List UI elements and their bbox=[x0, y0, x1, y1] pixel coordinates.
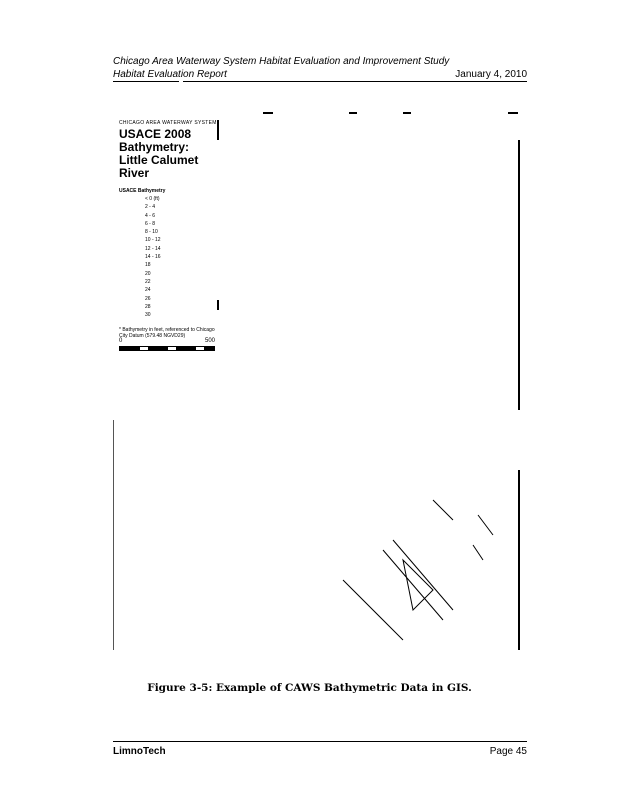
legend-item: 14 - 16 bbox=[145, 254, 161, 261]
footer-company: LimnoTech bbox=[113, 746, 166, 757]
map-title-line: Little Calumet River bbox=[119, 153, 199, 180]
legend-item: 2 - 4 bbox=[145, 204, 156, 211]
legend-item: 18 bbox=[145, 262, 151, 269]
legend-item: 22 bbox=[145, 278, 151, 285]
legend-note: * Bathymetry in feet, referenced to Chic… bbox=[119, 327, 215, 340]
map-title-line: USACE 2008 bbox=[119, 127, 192, 141]
map-line bbox=[217, 120, 219, 140]
header-rule bbox=[183, 81, 527, 82]
map-line bbox=[518, 470, 520, 650]
legend-item: 8 - 10 bbox=[145, 229, 158, 236]
legend-item: 4 - 6 bbox=[145, 212, 156, 219]
legend-item: 30 bbox=[145, 312, 151, 319]
bathymetry-map-figure: CHICAGO AREA WATERWAY SYSTEM USACE 2008 … bbox=[113, 110, 528, 650]
legend-item: 24 bbox=[145, 287, 151, 294]
legend-item: 12 - 14 bbox=[145, 245, 161, 252]
scale-bar: 0 500 bbox=[119, 338, 215, 351]
scale-end: 500 bbox=[204, 338, 215, 344]
map-title-line: Bathymetry: bbox=[119, 140, 190, 154]
figure-caption: Figure 3-5: Example of CAWS Bathymetric … bbox=[147, 682, 472, 694]
legend-item: 20 bbox=[145, 270, 151, 277]
scale-start: 0 bbox=[119, 338, 123, 344]
legend-item: 26 bbox=[145, 295, 151, 302]
header-rule bbox=[113, 81, 179, 82]
legend-title: USACE Bathymetry bbox=[119, 188, 166, 194]
header-report-title: Habitat Evaluation Report bbox=[113, 69, 227, 80]
legend-item: 28 bbox=[145, 303, 151, 310]
scale-bar-graphic bbox=[119, 346, 215, 351]
map-legend: CHICAGO AREA WATERWAY SYSTEM USACE 2008 … bbox=[119, 120, 219, 339]
footer-rule bbox=[113, 741, 527, 742]
map-line bbox=[113, 420, 114, 650]
map-title: USACE 2008 Bathymetry: Little Calumet Ri… bbox=[119, 128, 219, 180]
map-line bbox=[217, 300, 219, 310]
footer-page-number: Page 45 bbox=[489, 746, 527, 757]
legend-org: CHICAGO AREA WATERWAY SYSTEM bbox=[119, 120, 217, 126]
header-date: January 4, 2010 bbox=[455, 69, 527, 80]
legend-item: 10 - 12 bbox=[145, 237, 161, 244]
legend-item: < 0 (ft) bbox=[145, 196, 160, 202]
legend-item: 6 - 8 bbox=[145, 220, 156, 227]
river-channel-graphic bbox=[263, 112, 518, 641]
map-line bbox=[518, 140, 520, 410]
header-study-title: Chicago Area Waterway System Habitat Eva… bbox=[113, 56, 450, 67]
